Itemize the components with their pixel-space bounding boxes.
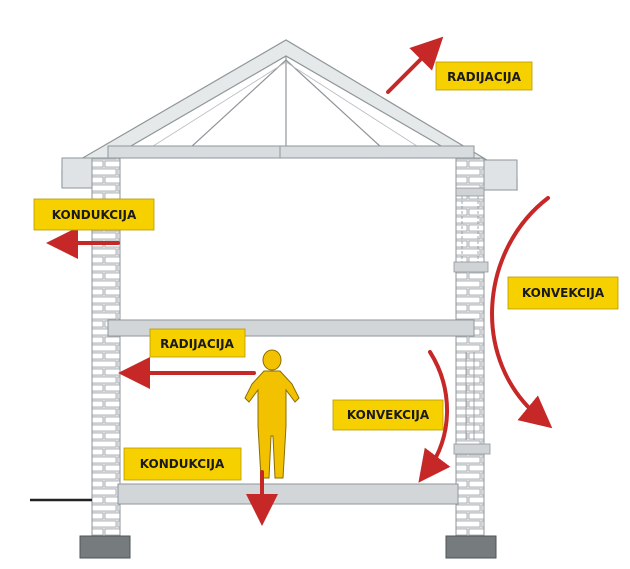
right-wall — [455, 157, 485, 537]
left-foundation — [79, 535, 131, 559]
svg-text:KONVEKCIJA: KONVEKCIJA — [347, 408, 430, 422]
svg-text:KONVEKCIJA: KONVEKCIJA — [522, 286, 605, 300]
arrow-roof-radiation — [386, 36, 444, 94]
right-foundation — [445, 535, 497, 559]
label-convection-inner: KONVEKCIJA — [332, 399, 444, 431]
standing-person-icon — [244, 349, 300, 479]
label-conduction-upper: KONDUKCIJA — [33, 198, 155, 231]
arrow-inner-convection — [418, 350, 451, 483]
svg-text:KONDUKCIJA: KONDUKCIJA — [140, 457, 225, 471]
label-radiation-roof: RADIJACIJA — [435, 61, 533, 91]
svg-text:RADIJACIJA: RADIJACIJA — [160, 337, 234, 351]
heat-arrows — [46, 36, 553, 526]
window-frames — [453, 187, 491, 455]
label-radiation-inner: RADIJACIJA — [149, 328, 246, 358]
label-conduction-floor: KONDUKCIJA — [123, 447, 242, 481]
label-convection-outer: KONVEKCIJA — [507, 276, 619, 310]
svg-text:RADIJACIJA: RADIJACIJA — [447, 70, 521, 84]
ceiling-beam — [107, 145, 475, 159]
svg-text:KONDUKCIJA: KONDUKCIJA — [52, 208, 137, 222]
ground-floor-slab — [117, 483, 459, 505]
arrow-outer-convection — [490, 196, 553, 429]
